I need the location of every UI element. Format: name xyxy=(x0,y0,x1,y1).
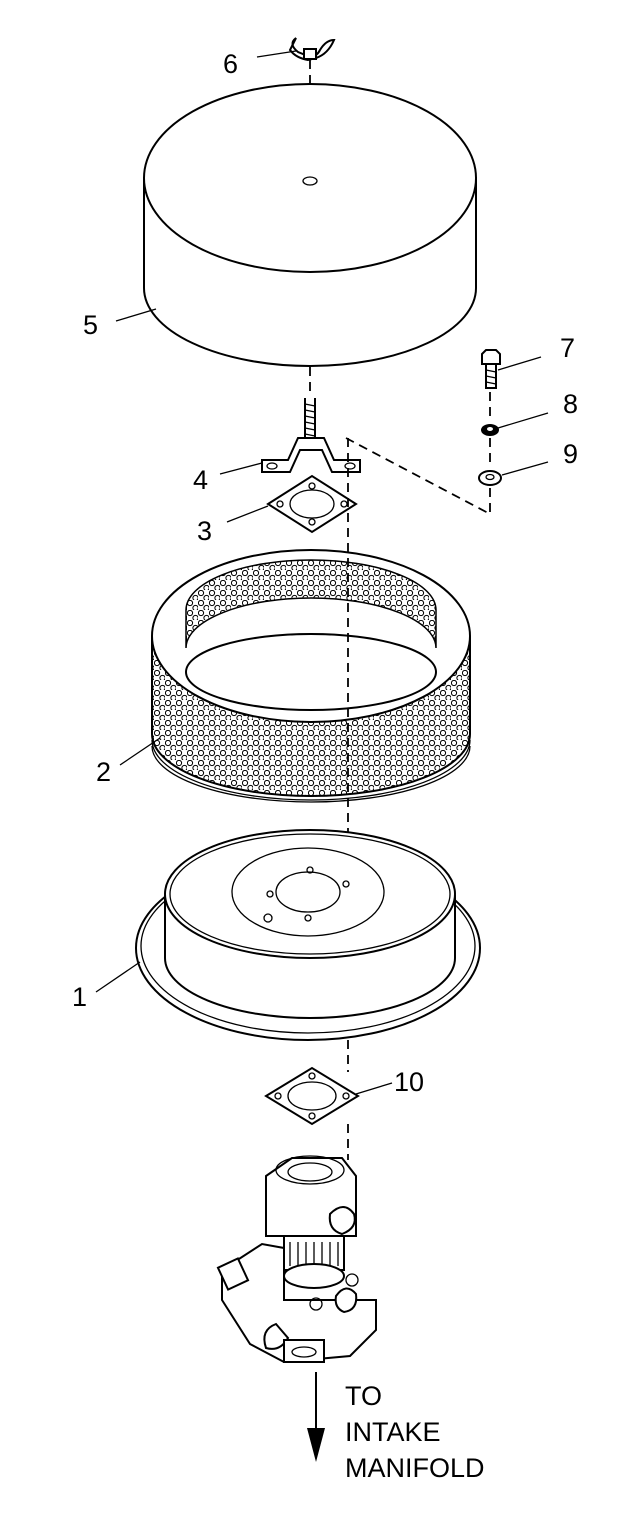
bolt xyxy=(481,349,501,389)
callout-5: 5 xyxy=(83,310,98,340)
leader-lines xyxy=(95,50,549,1095)
destination-line-2: INTAKE xyxy=(345,1417,441,1447)
callout-8: 8 xyxy=(563,389,578,419)
callout-2: 2 xyxy=(96,757,111,787)
lockwasher xyxy=(481,424,499,436)
upper-gasket xyxy=(266,474,358,534)
destination-label: TO INTAKE MANIFOLD xyxy=(345,1381,485,1483)
destination-line-3: MANIFOLD xyxy=(345,1453,485,1483)
callout-3: 3 xyxy=(197,516,212,546)
flow-direction-arrow xyxy=(307,1372,325,1462)
stud-bracket xyxy=(261,398,361,473)
callout-4: 4 xyxy=(193,465,208,495)
callout-7: 7 xyxy=(560,333,575,363)
flat-washer xyxy=(478,470,502,486)
carburetor xyxy=(216,1155,377,1364)
destination-line-1: TO xyxy=(345,1381,382,1411)
air-cleaner-cover xyxy=(143,83,477,367)
callout-6: 6 xyxy=(223,49,238,79)
air-cleaner-base xyxy=(135,829,481,1041)
callout-1: 1 xyxy=(72,982,87,1012)
wing-nut xyxy=(288,37,336,62)
lower-gasket xyxy=(264,1066,360,1126)
filter-element xyxy=(150,549,472,803)
callout-9: 9 xyxy=(563,439,578,469)
callout-10: 10 xyxy=(394,1067,424,1097)
